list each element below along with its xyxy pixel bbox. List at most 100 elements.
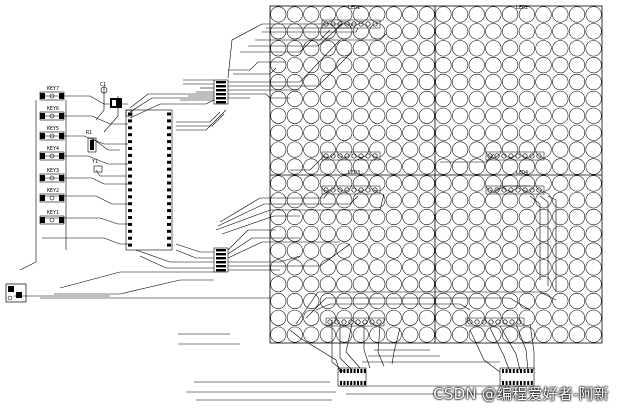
chip-pin [346, 369, 349, 373]
led-cell [352, 124, 369, 141]
pin-pad [508, 153, 514, 159]
chip-pin [343, 381, 346, 385]
led-cell [402, 175, 419, 192]
led-cell [552, 242, 569, 259]
led-cell [552, 259, 569, 276]
mcu-pin [128, 216, 132, 219]
push-button: KEY2 [39, 188, 65, 203]
led-cell [568, 141, 586, 158]
led-cell [502, 40, 519, 57]
matrix-label-led2: LED2 [516, 5, 528, 11]
led-cell [402, 326, 419, 343]
led-cell [270, 40, 287, 57]
mcu-pin [167, 202, 171, 206]
led-cell [352, 107, 369, 124]
pin-pad [474, 319, 480, 325]
led-cell [585, 192, 602, 209]
mcu-pin [128, 188, 132, 192]
led-cell [502, 259, 519, 276]
push-button: KEY1 [39, 210, 65, 225]
led-cell [270, 107, 287, 124]
led-cell [336, 209, 353, 225]
led-cell [418, 293, 435, 309]
led-cell [385, 175, 402, 192]
led-cell [552, 124, 569, 141]
led-cell [535, 175, 552, 192]
header-pin [216, 253, 226, 256]
led-cell [585, 276, 602, 293]
chip-pin [357, 369, 359, 373]
led-cell [369, 293, 386, 309]
led-cell [286, 259, 303, 276]
pin-pad [529, 187, 535, 193]
led-cell [385, 259, 402, 276]
led-cell [385, 326, 402, 343]
pin-pad [515, 187, 521, 193]
pin-pad [536, 153, 542, 159]
led-cell [286, 209, 303, 225]
led-cell [568, 225, 586, 242]
led-cell [468, 40, 485, 57]
led-cell [303, 74, 320, 90]
led-cell [385, 309, 402, 326]
label-c1: C1 [100, 82, 106, 88]
push-button: KEY5 [39, 126, 65, 141]
led-cell [568, 158, 586, 175]
led-cell [585, 158, 602, 175]
led-cell [535, 23, 552, 40]
led-cell [418, 57, 435, 74]
chip-pin [340, 369, 342, 373]
led-cell [286, 124, 303, 141]
driver-chip-left [337, 367, 367, 387]
led-cell [319, 259, 336, 276]
header-upper [213, 79, 229, 105]
chip-pin [363, 369, 366, 373]
led-cell [468, 208, 485, 226]
led-cell [568, 73, 586, 91]
pin-header-outline [465, 317, 525, 327]
led-cell [336, 90, 353, 107]
led-cell [418, 309, 435, 326]
mcu-pin [167, 119, 171, 123]
led-cell [270, 209, 287, 225]
led-cell [518, 208, 535, 226]
led-cell [336, 259, 353, 276]
led-cell [535, 40, 552, 57]
led-cell [418, 276, 435, 293]
header-pin [216, 257, 226, 260]
led-cell [585, 124, 602, 141]
led-cell [270, 175, 287, 192]
header-pin [216, 265, 226, 268]
mcu-pin [167, 153, 171, 157]
led-cell [286, 242, 303, 259]
led-cell [585, 175, 602, 192]
chip-pin [512, 369, 515, 373]
led-cell [270, 158, 287, 175]
pin-pad [348, 319, 354, 325]
led-cell [452, 292, 469, 310]
led-cell [352, 293, 369, 309]
mcu-pin [128, 181, 132, 185]
led-matrix-grid: LED1 LED2 LED3 LED4 [269, 5, 603, 344]
led-cell [352, 259, 369, 276]
mcu-pin [128, 147, 132, 150]
led-cell [585, 40, 602, 57]
led-cell [385, 90, 402, 107]
led-cell [303, 23, 320, 40]
chip-pin [360, 369, 363, 373]
led-cell [502, 73, 519, 91]
led-cell [352, 40, 369, 57]
led-cell [485, 326, 502, 343]
led-cell [502, 192, 519, 209]
header-pin [216, 101, 226, 104]
pin-pad [467, 319, 473, 325]
led-cell [518, 259, 535, 276]
led-cell [535, 158, 552, 175]
led-cell [552, 309, 569, 326]
led-cell [270, 276, 287, 293]
led-cell [369, 225, 386, 242]
led-cell [468, 259, 485, 276]
led-cell [270, 326, 287, 343]
led-cell [402, 158, 419, 175]
led-cell [418, 107, 435, 124]
